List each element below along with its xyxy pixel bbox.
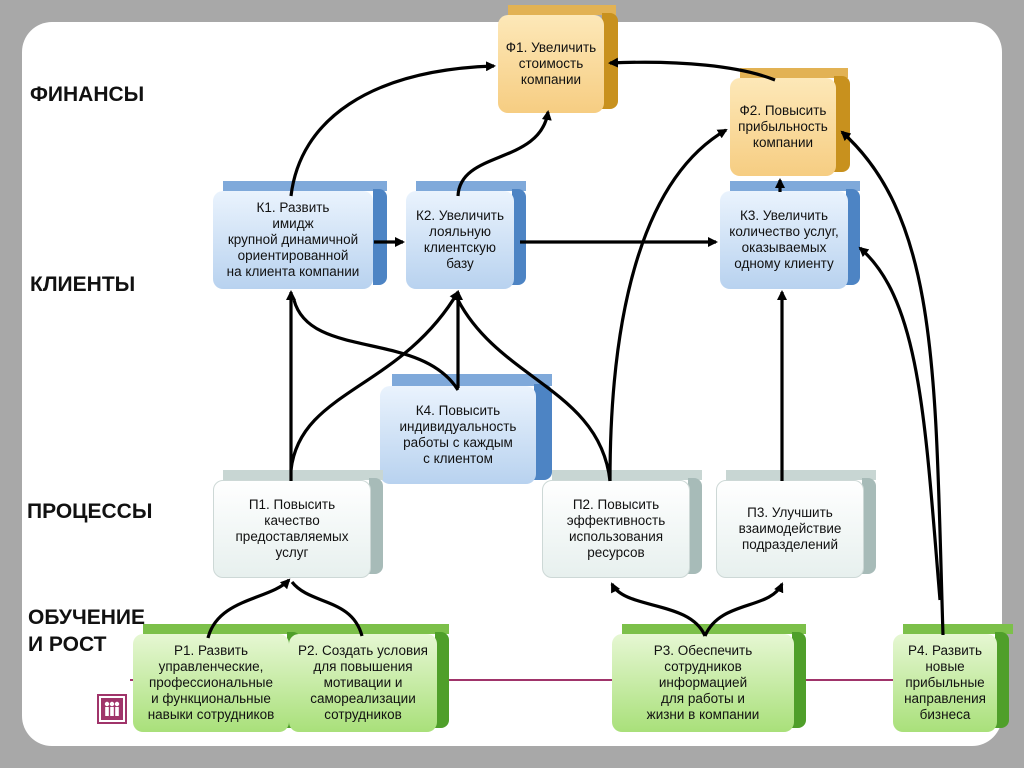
perspective-processes-label: ПРОЦЕССЫ [27,500,153,523]
node-r4-text: Р4. Развить новые прибыльные направления… [893,634,997,732]
arrow-p2-k2 [456,299,612,482]
node-r1-text: Р1. Развить управленческие, профессионал… [133,634,289,732]
perspective-learning-line2: И РОСТ [28,633,107,656]
node-p2-text: П2. Повысить эффективность использования… [542,480,690,578]
node-k1-text: К1. Развить имидж крупной динамичной ори… [213,191,373,289]
node-k3-text: К3. Увеличить количество услуг, оказывае… [720,191,848,289]
node-f1-text: Ф1. Увеличить стоимость компании [498,15,604,113]
arrow-r1-p1 [206,578,291,639]
arrow-r4-k3 [858,246,942,601]
perspective-finance-label: ФИНАНСЫ [30,83,145,106]
arrow-k1-f1 [289,61,496,197]
arrow-k4-k1 [292,299,460,391]
arrow-r2-p1 [290,580,364,637]
node-k2-text: К2. Увеличить лояльную клиентскую базу [406,191,514,289]
arrow-r4-f2 [840,130,945,636]
node-f2-text: Ф2. Повысить прибыльность компании [730,78,836,176]
arrow-p2-f2 [608,128,728,482]
arrow-r3-p3 [703,582,784,637]
arrow-f2-f1 [608,57,776,82]
perspective-learning-label: ОБУЧЕНИЕ И РОСТ [28,604,145,658]
node-r3-text: Р3. Обеспечить сотрудников информацией д… [612,634,794,732]
arrow-p1-k2 [289,290,460,471]
arrow-k2-f1 [456,110,552,197]
bottom-divider-line [130,679,992,681]
perspective-learning-line1: ОБУЧЕНИЕ [28,606,145,629]
node-r2-text: Р2. Создать условия для повышения мотива… [289,634,437,732]
arrow-r3-p2 [610,582,707,637]
node-k4-text: К4. Повысить индивидуальность работы с к… [380,386,536,484]
perspective-clients-label: КЛИЕНТЫ [30,273,136,296]
people-logo-icon [97,694,127,724]
node-p3-text: П3. Улучшить взаимодействие подразделени… [716,480,864,578]
